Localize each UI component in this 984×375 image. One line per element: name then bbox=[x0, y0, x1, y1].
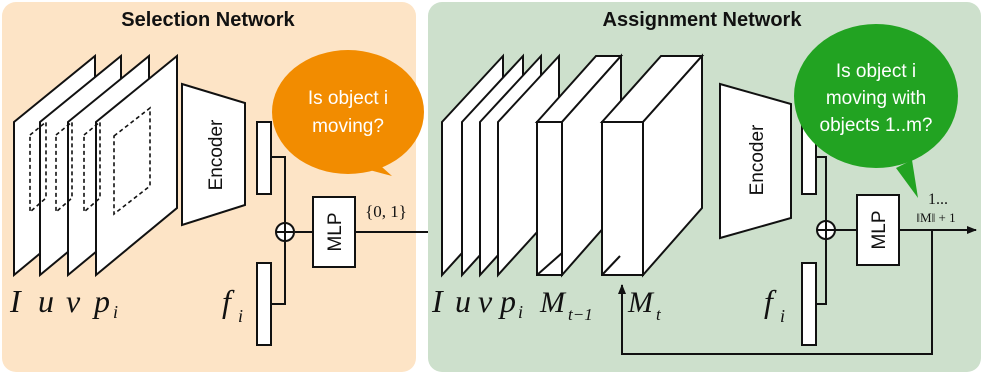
selection-encoder-label: Encoder bbox=[206, 119, 227, 190]
assignment-concat-wires bbox=[816, 156, 857, 305]
label-mask-curr-sub: t bbox=[656, 305, 662, 324]
selection-bubble-line-2: moving? bbox=[312, 116, 384, 137]
assignment-fi-vector bbox=[801, 262, 817, 346]
assignment-output-bottom: ‖M‖ + 1 bbox=[916, 210, 955, 225]
selection-fi-vector bbox=[256, 262, 272, 346]
selection-mlp-label: MLP bbox=[325, 212, 346, 251]
label-p: p bbox=[92, 283, 110, 319]
selection-network-title: Selection Network bbox=[121, 9, 295, 31]
label-v: v bbox=[478, 283, 493, 319]
assignment-speech-bubble: Is object i moving with objects 1..m? bbox=[794, 24, 958, 198]
selection-speech-bubble: Is object i moving? bbox=[272, 50, 424, 176]
assignment-bubble-line-1: Is object i bbox=[836, 61, 916, 82]
assignment-concat-symbol bbox=[816, 220, 836, 240]
assignment-bubble-line-3: objects 1..m? bbox=[820, 115, 933, 136]
selection-fi-sub: i bbox=[238, 306, 243, 326]
label-u: u bbox=[38, 283, 54, 319]
assignment-mlp-block bbox=[856, 194, 900, 266]
selection-input-labels: I u v p i bbox=[9, 283, 118, 322]
label-mask-prev: M bbox=[539, 286, 567, 319]
label-mask-curr: M bbox=[627, 286, 655, 319]
label-v: v bbox=[66, 283, 81, 319]
label-u: u bbox=[455, 283, 471, 319]
selection-network-panel: Selection Network I u v p i Encoder bbox=[2, 2, 424, 372]
mask-volume-curr bbox=[599, 53, 705, 278]
label-I: I bbox=[431, 283, 444, 319]
assignment-feedback-loop bbox=[618, 230, 933, 355]
selection-concat-wires bbox=[271, 156, 313, 305]
assignment-bubble-line-2: moving with bbox=[826, 88, 926, 109]
selection-concat-symbol bbox=[275, 222, 295, 242]
frame-pi bbox=[95, 53, 178, 278]
selection-bubble-line-1: Is object i bbox=[308, 88, 388, 109]
assignment-fi-sub: i bbox=[780, 306, 785, 326]
label-p: p bbox=[498, 283, 516, 319]
assignment-encoder-label: Encoder bbox=[747, 124, 768, 195]
label-mask-prev-sub: t−1 bbox=[568, 305, 593, 324]
assignment-network-panel: Assignment Network I u v p i bbox=[428, 2, 981, 372]
selection-object-boxes bbox=[29, 106, 151, 216]
assignment-mlp-label: MLP bbox=[869, 210, 890, 249]
label-p-sub: i bbox=[518, 302, 523, 322]
assignment-input-labels: I u v p i M t−1 M t bbox=[431, 283, 662, 324]
assignment-output-top: 1... bbox=[928, 191, 948, 208]
assignment-encoder-block bbox=[719, 82, 792, 240]
selection-encoded-vector bbox=[256, 121, 272, 195]
selection-encoder-block bbox=[181, 82, 246, 227]
label-p-sub: i bbox=[113, 302, 118, 322]
selection-input-frames bbox=[13, 53, 178, 278]
label-I: I bbox=[9, 283, 22, 319]
assignment-network-title: Assignment Network bbox=[603, 9, 803, 31]
selection-output-label: {0, 1} bbox=[365, 202, 407, 221]
